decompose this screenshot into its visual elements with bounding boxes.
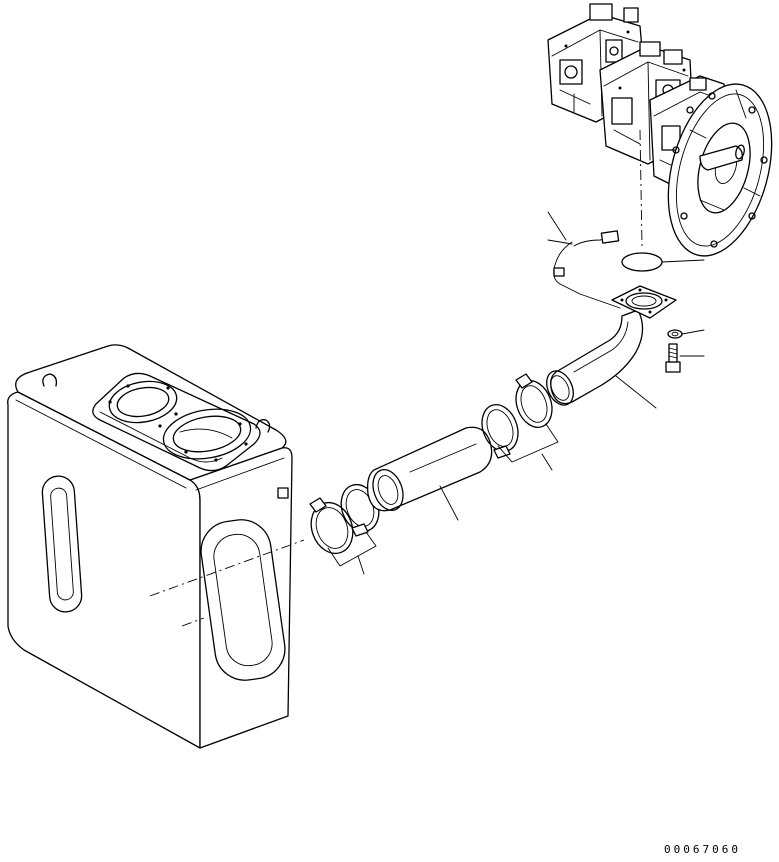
hydraulic-tank <box>7 344 305 749</box>
suction-elbow <box>546 285 677 409</box>
hose-clamp-pair-lower <box>309 483 380 575</box>
washer <box>667 329 705 339</box>
hydraulic-pump <box>547 3 773 257</box>
hose-clamp-pair-upper <box>481 373 559 471</box>
o-ring <box>621 252 705 272</box>
bolt <box>665 343 705 373</box>
drawing-number: 00067060 <box>664 843 741 856</box>
pressure-switch <box>547 211 621 309</box>
suction-hose <box>366 426 493 521</box>
